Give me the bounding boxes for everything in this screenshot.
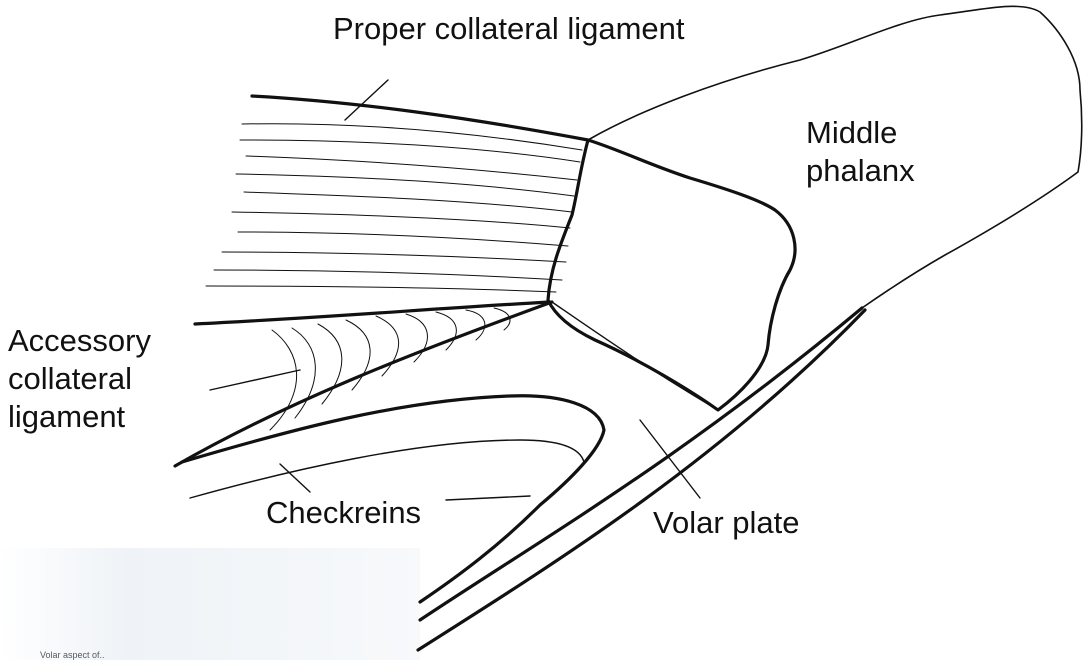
label-volar-plate: Volar plate [653,504,800,542]
condyle-outline [548,140,795,410]
accessory-ligament-lower-border [175,302,552,466]
proper-ligament-upper-border [252,96,588,140]
label-line: Accessory [8,322,151,360]
label-line: phalanx [806,152,915,190]
leader-proper [345,80,388,120]
ligament-fiber [222,252,566,262]
ligament-fiber [242,124,582,150]
ligament-fiber [244,192,572,212]
ligament-fiber [240,140,580,162]
leader-volar [640,420,700,498]
ligament-fiber [236,174,574,196]
label-middle-phalanx: Middle phalanx [806,114,915,190]
ligament-fiber [214,270,562,280]
checkrein-line [190,440,584,498]
label-line: ligament [8,398,151,436]
leader-accessory [210,370,300,390]
accessory-fiber [466,310,485,340]
ligament-fiber [206,286,556,292]
label-proper-collateral-ligament: Proper collateral ligament [333,10,685,48]
ligament-fiber [246,156,577,180]
ligament-fiber [238,232,568,246]
leader-checkreins-b [446,496,530,500]
volar-plate-strap-a [420,308,862,620]
label-accessory-collateral-ligament: Accessory collateral ligament [8,322,151,436]
label-line: Middle [806,114,915,152]
ligament-fiber [232,212,570,228]
label-line: collateral [8,360,151,398]
label-checkreins: Checkreins [266,494,421,532]
